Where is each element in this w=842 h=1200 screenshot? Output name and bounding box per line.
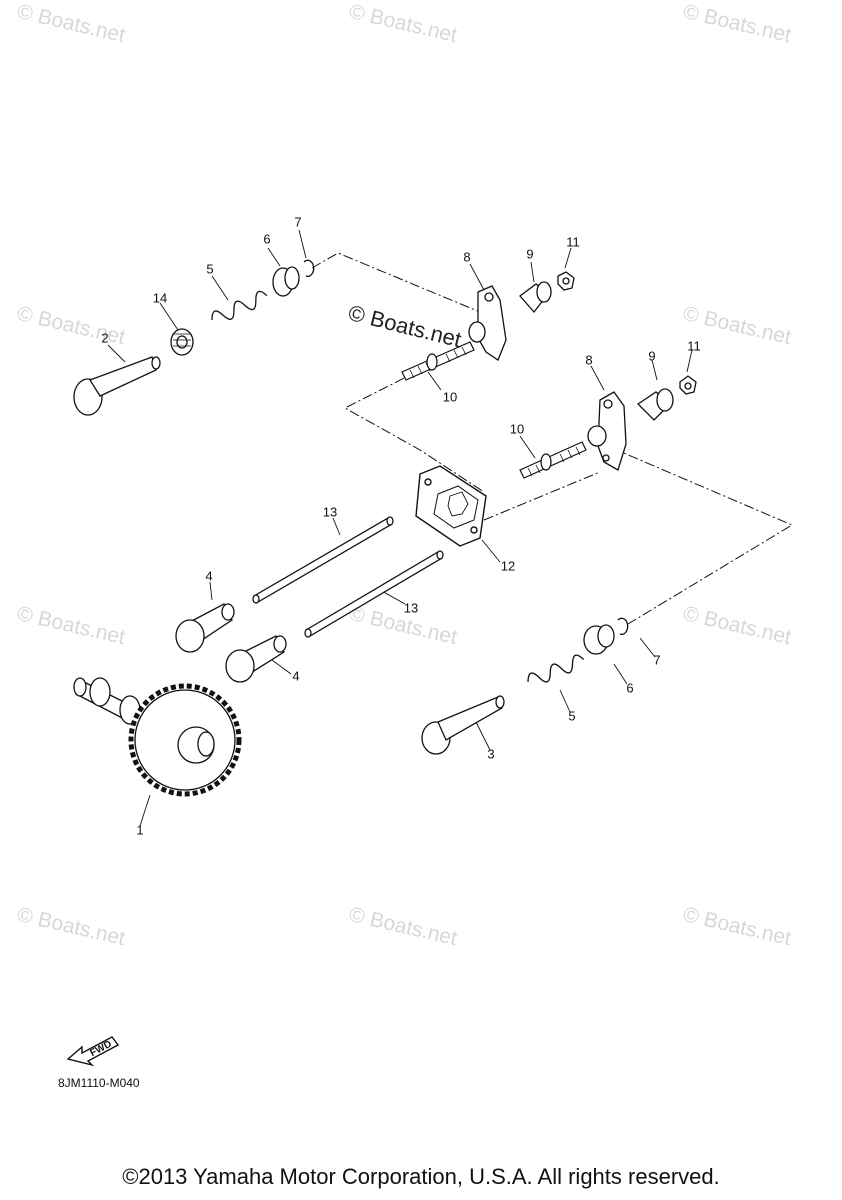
fwd-label: FWD: [88, 1039, 113, 1059]
callout-8: 8: [585, 352, 593, 368]
callout-9: 9: [648, 348, 656, 364]
callout-7: 7: [294, 214, 302, 230]
callout-13: 13: [403, 600, 419, 616]
callout-3: 3: [487, 746, 495, 762]
callout-11: 11: [687, 338, 701, 354]
callout-10: 10: [509, 421, 525, 437]
rocker-lower: [587, 391, 627, 471]
forward-arrow-icon: FWD: [66, 1036, 120, 1067]
callout-11: 11: [566, 234, 580, 250]
camshaft: [73, 677, 242, 797]
callout-7: 7: [653, 652, 661, 668]
callout-13: 13: [322, 504, 338, 520]
callout-12: 12: [500, 558, 516, 574]
callout-1: 1: [136, 822, 144, 838]
spring-upper: [208, 288, 271, 328]
callout-9: 9: [526, 246, 534, 262]
callout-14: 14: [152, 290, 168, 306]
callout-4: 4: [292, 668, 300, 684]
callout-6: 6: [263, 231, 271, 247]
callout-5: 5: [206, 261, 214, 277]
copyright-notice: ©2013 Yamaha Motor Corporation, U.S.A. A…: [122, 1164, 720, 1189]
callout-10: 10: [442, 389, 458, 405]
spring-lower: [524, 652, 587, 690]
callout-2: 2: [101, 330, 109, 346]
rocker-upper: [468, 285, 507, 361]
callout-4: 4: [205, 568, 213, 584]
diagram-code: 8JM1110-M040: [58, 1076, 140, 1090]
valve-seal: [170, 328, 194, 356]
callout-6: 6: [626, 680, 634, 696]
valve-lower: [421, 695, 505, 755]
guide-plate: [415, 465, 487, 547]
retainer-upper: [272, 266, 300, 297]
callout-8: 8: [463, 249, 471, 265]
valve-upper: [73, 356, 161, 416]
callout-5: 5: [568, 708, 576, 724]
